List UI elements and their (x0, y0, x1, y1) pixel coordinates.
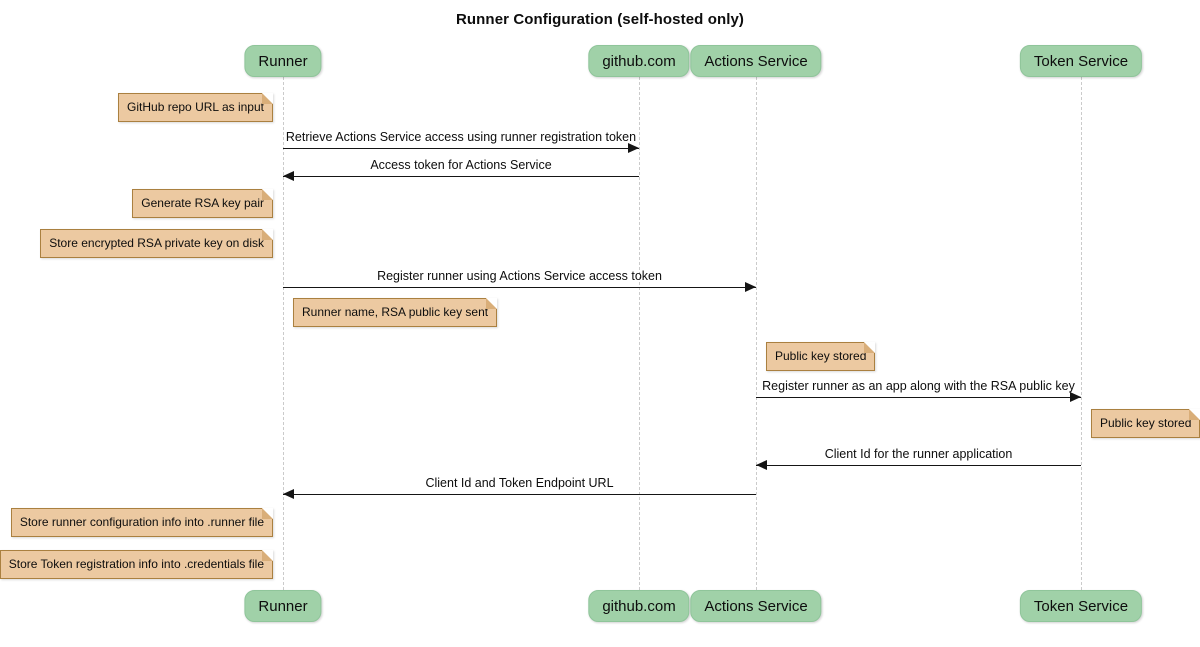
note: Public key stored (1091, 409, 1200, 438)
note-text: Store runner configuration info into .ru… (19, 515, 264, 529)
arrowhead-icon (628, 143, 639, 153)
note-fold-icon (262, 508, 273, 519)
lifeline-runner (283, 77, 284, 590)
lifeline-github (639, 77, 640, 590)
participant-token-bottom: Token Service (1019, 590, 1143, 622)
note-text: GitHub repo URL as input (127, 100, 264, 114)
note-fold-icon (262, 229, 273, 240)
message-label: Register runner using Actions Service ac… (377, 269, 662, 283)
note: Store encrypted RSA private key on disk (40, 229, 273, 258)
note-fold-icon (262, 550, 273, 561)
note: Runner name, RSA public key sent (293, 298, 498, 327)
message-label: Client Id for the runner application (824, 447, 1013, 461)
note: GitHub repo URL as input (118, 93, 273, 122)
participant-actions-bottom: Actions Service (690, 590, 822, 622)
note-text: Generate RSA key pair (141, 196, 264, 210)
note: Generate RSA key pair (132, 189, 273, 218)
note-fold-icon (262, 93, 273, 104)
note-text: Public key stored (1100, 416, 1192, 430)
note-text: Store Token registration info into .cred… (8, 557, 264, 571)
participant-github-bottom: github.com (588, 590, 690, 622)
arrowhead-icon (756, 460, 767, 470)
message-line (283, 286, 756, 288)
participant-actions-top: Actions Service (690, 45, 822, 77)
note-text: Public key stored (775, 349, 867, 363)
note: Store Token registration info into .cred… (0, 550, 273, 579)
note-text: Runner name, RSA public key sent (302, 305, 489, 319)
note-fold-icon (486, 298, 498, 309)
note: Store runner configuration info into .ru… (10, 508, 273, 537)
participant-token-top: Token Service (1019, 45, 1143, 77)
arrowhead-icon (283, 489, 294, 499)
arrowhead-icon (745, 282, 756, 292)
lifeline-token (1081, 77, 1082, 590)
message-line (283, 175, 639, 177)
message-label: Client Id and Token Endpoint URL (425, 476, 614, 490)
note-fold-icon (1189, 409, 1200, 420)
participant-runner-top: Runner (244, 45, 322, 77)
message-line (283, 493, 756, 495)
lifeline-actions (756, 77, 757, 590)
participant-github-top: github.com (588, 45, 690, 77)
diagram-title: Runner Configuration (self-hosted only) (455, 11, 745, 28)
note: Public key stored (766, 342, 876, 371)
note-fold-icon (262, 189, 273, 200)
message-line (756, 464, 1081, 466)
message-line (283, 147, 639, 149)
participant-runner-bottom: Runner (244, 590, 322, 622)
message-label: Register runner as an app along with the… (762, 379, 1075, 393)
message-line (756, 396, 1081, 398)
note-text: Store encrypted RSA private key on disk (49, 236, 264, 250)
arrowhead-icon (1070, 392, 1081, 402)
message-label: Access token for Actions Service (370, 158, 552, 172)
note-fold-icon (864, 342, 876, 353)
message-label: Retrieve Actions Service access using ru… (285, 130, 637, 144)
arrowhead-icon (283, 171, 294, 181)
